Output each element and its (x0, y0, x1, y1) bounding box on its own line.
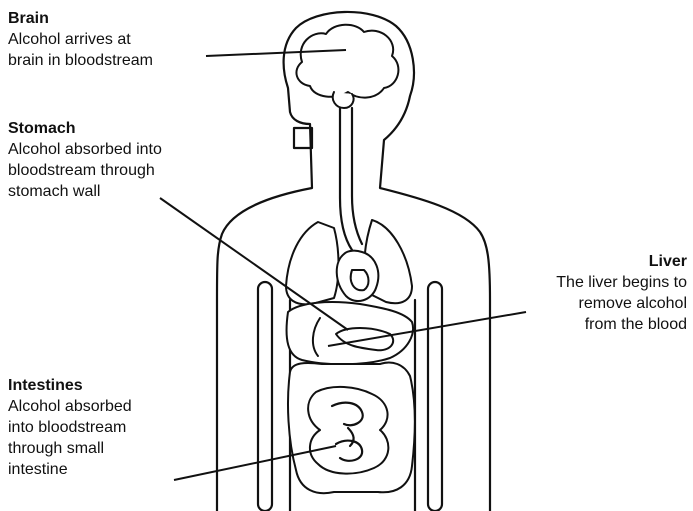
stomach-text-line: bloodstream through (8, 160, 162, 181)
intestines-text-line: intestine (8, 459, 132, 480)
brain-title: Brain (8, 8, 153, 29)
liver-text-line: from the blood (556, 314, 687, 335)
liver-text-line: remove alcohol (556, 293, 687, 314)
intestines-text-line: through small (8, 438, 132, 459)
intestines-title: Intestines (8, 375, 132, 396)
brain-label: Brain Alcohol arrives at brain in bloods… (8, 8, 153, 71)
brain-text-line: brain in bloodstream (8, 50, 153, 71)
stomach-label: Stomach Alcohol absorbed into bloodstrea… (8, 118, 162, 202)
stomach-title: Stomach (8, 118, 162, 139)
intestines-text-line: Alcohol absorbed (8, 396, 132, 417)
intestines-text-line: into bloodstream (8, 417, 132, 438)
esophagus (340, 108, 362, 250)
brain-text-line: Alcohol arrives at (8, 29, 153, 50)
right-arm (428, 282, 442, 511)
cerebellum (333, 92, 354, 108)
liver-text-line: The liver begins to (556, 272, 687, 293)
stomach-text-line: Alcohol absorbed into (8, 139, 162, 160)
liver-label: Liver The liver begins to remove alcohol… (556, 251, 687, 335)
heart-organ (351, 270, 369, 290)
left-arm (258, 282, 272, 511)
brain-organ (296, 25, 398, 98)
liver-title: Liver (556, 251, 687, 272)
stomach-text-line: stomach wall (8, 181, 162, 202)
intestines-label: Intestines Alcohol absorbed into bloodst… (8, 375, 132, 480)
